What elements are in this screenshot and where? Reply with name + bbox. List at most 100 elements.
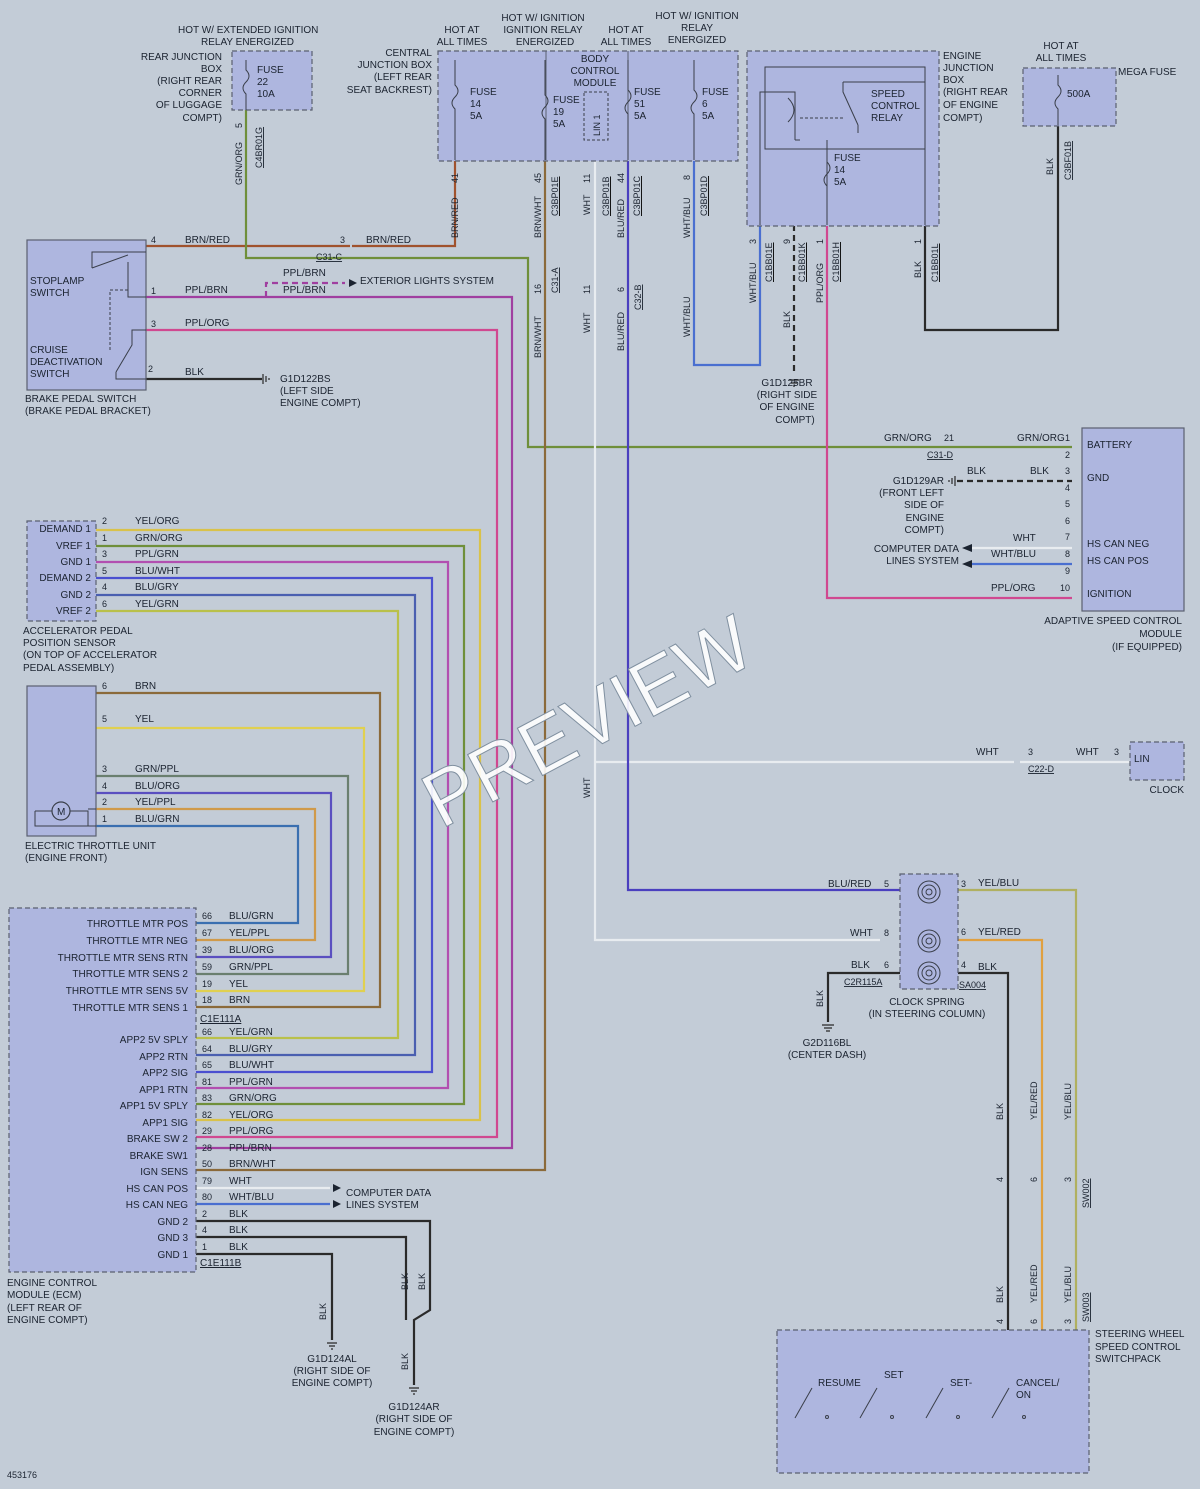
svg-text:14: 14 xyxy=(470,99,482,110)
svg-text:G1D129AR: G1D129AR xyxy=(893,476,944,487)
cjb-connectors: C3BP01E C3BP01B C3BP01C C3BP01D xyxy=(550,175,709,216)
cjb-fuse51-label: FUSE 51 5A xyxy=(634,87,661,122)
steering-switchpack-box xyxy=(776,1329,1090,1474)
asc-wht: WHT xyxy=(1013,533,1036,544)
svg-text:BATTERY: BATTERY xyxy=(1087,440,1133,451)
asc-blk-a: BLK xyxy=(967,466,986,477)
svg-text:WHT/BLU: WHT/BLU xyxy=(229,1192,274,1203)
svg-text:C3BP01B: C3BP01B xyxy=(601,176,611,216)
ejb-wire-labels: WHT/BLU BLK PPL/ORG BLK xyxy=(748,261,923,328)
svg-text:APP2 RTN: APP2 RTN xyxy=(139,1052,188,1063)
svg-text:BLK: BLK xyxy=(913,261,923,278)
clock-label: CLOCK xyxy=(1150,785,1185,796)
svg-text:BRAKE SW1: BRAKE SW1 xyxy=(130,1151,189,1162)
svg-text:FUSE: FUSE xyxy=(634,87,661,98)
mega-fuse-box xyxy=(1022,67,1117,127)
c31c-pin: 3 xyxy=(340,235,345,245)
svg-text:IGNITION: IGNITION xyxy=(1087,589,1131,600)
wire-blk-cs-gnd xyxy=(826,971,900,1022)
svg-text:5A: 5A xyxy=(470,111,483,122)
svg-text:39: 39 xyxy=(202,945,212,955)
wire-brn xyxy=(96,691,382,1009)
svg-text:THROTTLE MTR SENS 5V: THROTTLE MTR SENS 5V xyxy=(66,986,189,997)
svg-text:YEL/PPL: YEL/PPL xyxy=(229,928,270,939)
apps-labels: DEMAND 1 VREF 1 GND 1 DEMAND 2 GND 2 VRE… xyxy=(39,524,91,617)
cs-yel-blu: YEL/BLU xyxy=(978,878,1019,889)
svg-text:3: 3 xyxy=(1063,1319,1073,1324)
svg-text:BLU/RED: BLU/RED xyxy=(616,198,626,238)
hot-all-times-1: HOT AT ALL TIMES xyxy=(437,25,488,48)
exterior-lights-label: EXTERIOR LIGHTS SYSTEM xyxy=(360,276,494,287)
svg-text:HS CAN NEG: HS CAN NEG xyxy=(1087,539,1149,550)
svg-text:ENGINE COMPT): ENGINE COMPT) xyxy=(7,1315,88,1326)
svg-text:81: 81 xyxy=(202,1077,212,1087)
svg-text:FUSE: FUSE xyxy=(834,153,861,164)
wire-wht-blu xyxy=(692,160,762,367)
svg-text:HOT AT: HOT AT xyxy=(444,25,479,36)
svg-text:YEL: YEL xyxy=(229,979,248,990)
svg-text:1: 1 xyxy=(815,239,825,244)
ejb-connectors: C1BB01E C1BB01K C1BB01H C1BB01L xyxy=(764,242,940,282)
clock-spring-title: CLOCK SPRING (IN STEERING COLUMN) xyxy=(869,997,986,1020)
svg-text:RELAY: RELAY xyxy=(871,113,903,124)
svg-text:HOT W/ IGNITION: HOT W/ IGNITION xyxy=(501,13,584,24)
svg-text:10: 10 xyxy=(1060,583,1070,593)
svg-text:(RIGHT SIDE OF: (RIGHT SIDE OF xyxy=(293,1366,370,1377)
svg-text:2: 2 xyxy=(1065,450,1070,460)
svg-text:DEMAND 1: DEMAND 1 xyxy=(39,524,91,535)
wire-blk-cs xyxy=(958,971,1010,1330)
svg-text:2: 2 xyxy=(102,797,107,807)
cs-gnd-wire: BLK xyxy=(815,990,825,1007)
svg-text:YEL/ORG: YEL/ORG xyxy=(135,516,180,527)
svg-text:59: 59 xyxy=(202,962,212,972)
cs-blk-left: BLK xyxy=(851,960,870,971)
resume-label: RESUME xyxy=(818,1378,861,1389)
g1d124ar-label: G1D124AR (RIGHT SIDE OF ENGINE COMPT) xyxy=(374,1402,455,1438)
wire-blu-wht xyxy=(96,576,434,1074)
asc-grn-org-b: GRN/ORG xyxy=(1017,433,1065,444)
mega-hot-label: HOT AT ALL TIMES xyxy=(1036,41,1087,64)
cs-pin6-left: 6 xyxy=(884,960,889,970)
svg-text:22: 22 xyxy=(257,77,269,88)
svg-text:WHT: WHT xyxy=(582,312,592,333)
g1d122bs-label: G1D122BS (LEFT SIDE ENGINE COMPT) xyxy=(280,374,361,409)
ecm-blk-b: BLK xyxy=(400,1273,410,1290)
svg-text:50: 50 xyxy=(202,1159,212,1169)
hot-ext-ign-label: HOT W/ EXTENDED IGNITION xyxy=(178,25,318,36)
set-plus-label: SET xyxy=(884,1370,903,1381)
svg-text:HS CAN POS: HS CAN POS xyxy=(126,1184,188,1195)
svg-text:WHT/BLU: WHT/BLU xyxy=(682,198,692,239)
lin-box xyxy=(583,91,609,141)
apps-box xyxy=(26,520,97,622)
svg-text:ALL TIMES: ALL TIMES xyxy=(601,37,652,48)
asc-pin21: 21 xyxy=(944,433,954,443)
svg-text:YEL/RED: YEL/RED xyxy=(1029,1264,1039,1303)
svg-text:FUSE: FUSE xyxy=(470,87,497,98)
svg-text:(BRAKE PEDAL BRACKET): (BRAKE PEDAL BRACKET) xyxy=(25,406,151,417)
asc-pins: 1 2 3 4 5 6 7 8 9 10 xyxy=(1060,433,1070,593)
sw002-label: SW002 xyxy=(1081,1178,1091,1208)
svg-text:GND 2: GND 2 xyxy=(157,1217,188,1228)
svg-text:9: 9 xyxy=(782,239,792,244)
svg-text:COMPT): COMPT) xyxy=(183,113,222,124)
cs-yel-red: YEL/RED xyxy=(978,927,1021,938)
svg-text:BOX: BOX xyxy=(201,64,222,75)
svg-text:GND: GND xyxy=(1087,473,1109,484)
sw-wires-upper: BLK YEL/RED YEL/BLU xyxy=(995,1081,1073,1120)
svg-text:SWITCH: SWITCH xyxy=(30,288,69,299)
svg-text:VREF 1: VREF 1 xyxy=(56,541,91,552)
svg-text:19: 19 xyxy=(553,107,565,118)
svg-text:FUSE: FUSE xyxy=(257,65,284,76)
svg-text:MODULE (ECM): MODULE (ECM) xyxy=(7,1290,81,1301)
wire-grn-org-rjb xyxy=(244,110,1072,449)
mega-fuse-label: MEGA FUSE xyxy=(1118,67,1177,78)
svg-text:BLK: BLK xyxy=(229,1242,248,1253)
svg-text:BLU/WHT: BLU/WHT xyxy=(229,1060,274,1071)
clock-lin: LIN xyxy=(1134,754,1150,765)
svg-text:GND 2: GND 2 xyxy=(60,590,91,601)
svg-text:IGNITION RELAY: IGNITION RELAY xyxy=(503,25,583,36)
svg-text:REAR JUNCTION: REAR JUNCTION xyxy=(141,52,222,63)
svg-text:1: 1 xyxy=(102,814,107,824)
c32b-label: C32-B xyxy=(633,284,643,310)
asc-wht-blu: WHT/BLU xyxy=(991,549,1036,560)
